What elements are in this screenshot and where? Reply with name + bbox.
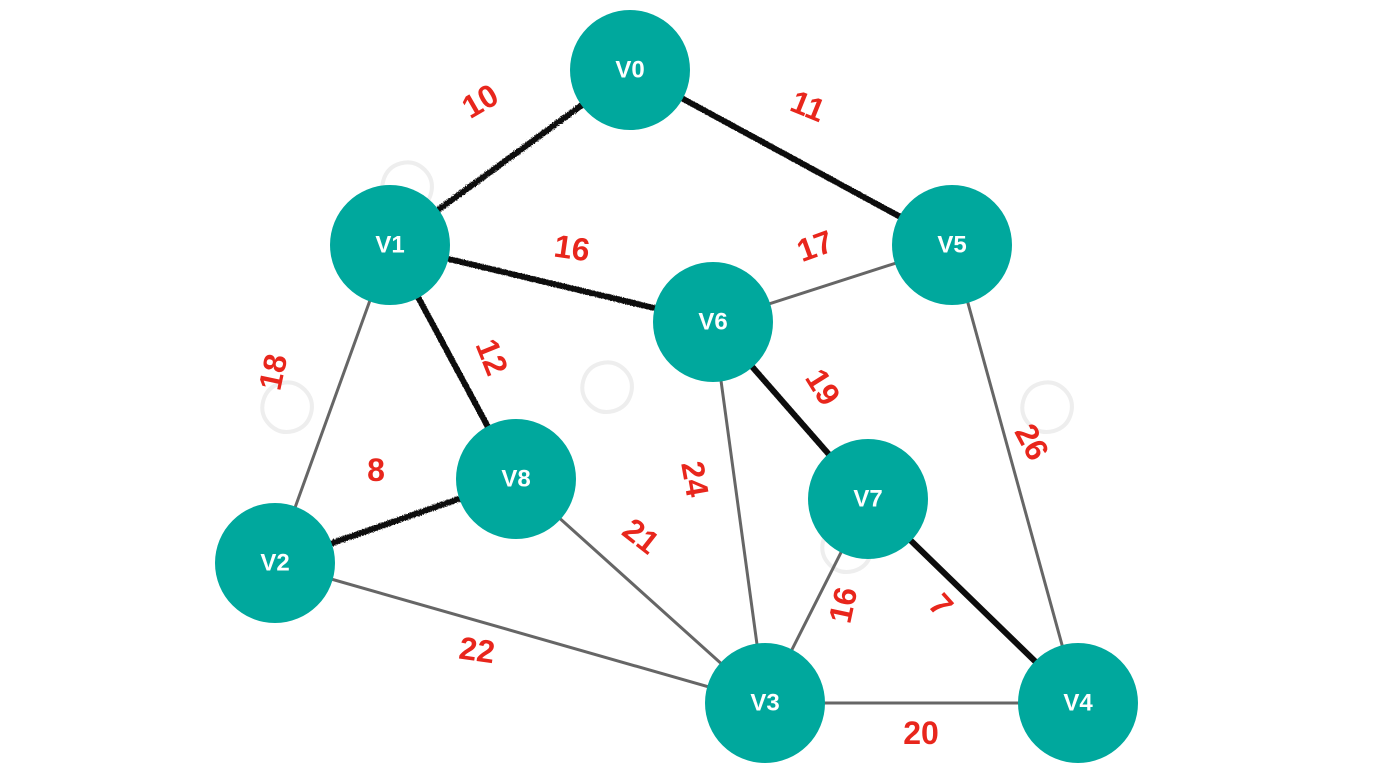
edge-weight-v8-v3: 21 xyxy=(616,511,666,561)
node-label: V4 xyxy=(1063,690,1093,717)
node-v1: V1 xyxy=(330,185,450,305)
node-v8: V8 xyxy=(456,419,576,539)
node-v6: V6 xyxy=(653,262,773,382)
node-circle xyxy=(653,262,773,382)
edge-weight-v7-v3: 16 xyxy=(822,584,865,626)
edge-weight-v1-v8: 12 xyxy=(469,334,516,380)
node-label: V6 xyxy=(698,309,727,336)
node-circle xyxy=(705,643,825,763)
edge-weight-v7-v4: 7 xyxy=(922,586,961,623)
edge-v6-v3 xyxy=(711,320,767,705)
node-label: V5 xyxy=(937,232,966,259)
node-v3: V3 xyxy=(705,643,825,763)
node-v0: V0 xyxy=(570,10,690,130)
node-circle xyxy=(215,503,335,623)
node-circle xyxy=(456,419,576,539)
edge-weight-v2-v3: 22 xyxy=(457,630,497,671)
node-label: V8 xyxy=(501,466,530,493)
edge-weight-v6-v7: 19 xyxy=(798,362,847,411)
node-label: V3 xyxy=(750,690,779,717)
edge-v2-v3 xyxy=(273,561,767,705)
node-circle xyxy=(330,185,450,305)
node-label: V2 xyxy=(260,550,289,577)
node-label: V7 xyxy=(853,486,882,513)
node-label: V1 xyxy=(375,232,404,259)
edge-weight-v1-v6: 16 xyxy=(552,228,592,269)
edge-weight-v3-v4: 20 xyxy=(903,715,939,751)
node-circle xyxy=(892,185,1012,305)
edge-weight-v6-v3: 24 xyxy=(674,458,716,500)
node-label: V0 xyxy=(615,57,644,84)
edge-weight-v0-v1: 10 xyxy=(456,77,505,126)
watermark-glyph: ○ xyxy=(552,332,653,433)
edge-weight-v1-v2: 18 xyxy=(252,351,295,393)
edge-v5-v4 xyxy=(950,243,1080,705)
node-v2: V2 xyxy=(215,503,335,623)
edge-weight-v0-v5: 11 xyxy=(786,83,831,129)
edge-weight-v6-v5: 17 xyxy=(792,223,838,269)
node-v4: V4 xyxy=(1018,643,1138,763)
node-v5: V5 xyxy=(892,185,1012,305)
edge-v0-v5 xyxy=(627,67,955,248)
node-circle xyxy=(808,439,928,559)
node-circle xyxy=(570,10,690,130)
edge-weight-v2-v8: 8 xyxy=(367,452,385,488)
node-circle xyxy=(1018,643,1138,763)
node-v7: V7 xyxy=(808,439,928,559)
